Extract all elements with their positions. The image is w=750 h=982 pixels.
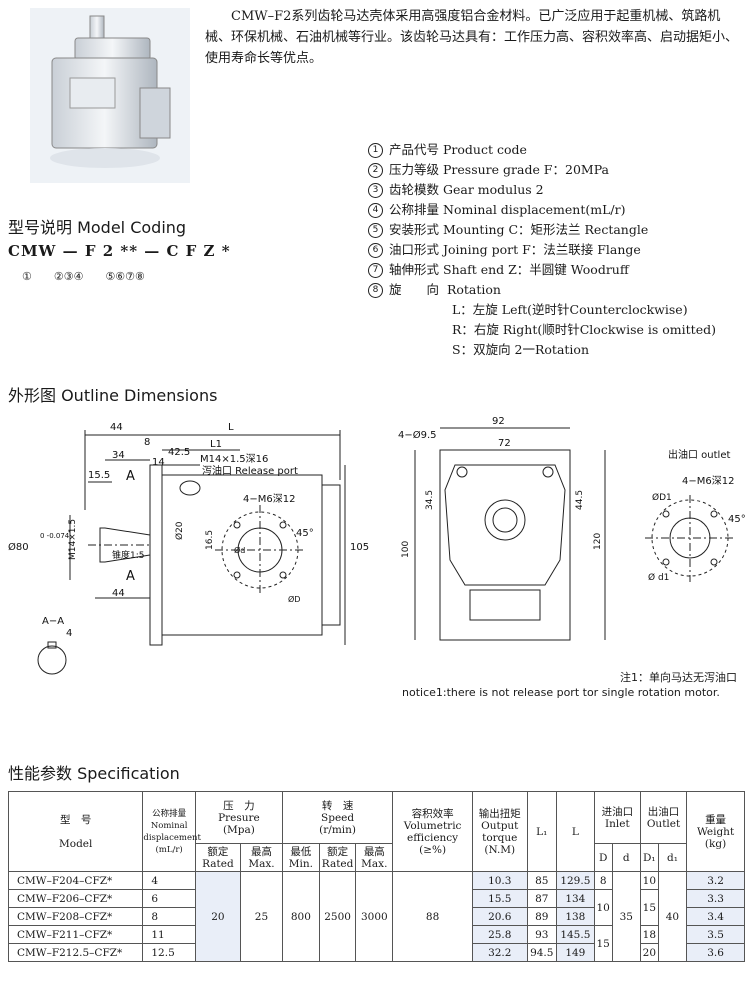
svg-text:M14×1.5深16: M14×1.5深16 — [200, 453, 268, 465]
model-code: CMW — F 2 ** — C F Z * — [8, 242, 231, 260]
model-code-numbers: ① ②③④ ⑤⑥⑦⑧ — [22, 270, 145, 283]
svg-text:Ø80: Ø80 — [8, 541, 29, 553]
svg-text:泻油口 Release port: 泻油口 Release port — [202, 464, 298, 477]
table-row: CMW–F211–CFZ* 11 25.8 93 145.5 15 18 3.5 — [7, 925, 745, 962]
svg-text:Ø d1: Ø d1 — [648, 572, 669, 583]
note-cn: 注1：单向马达无泻油口 — [620, 671, 737, 684]
rotation-option: S：双旋向 2一Rotation — [452, 342, 589, 357]
svg-text:4−M6深12: 4−M6深12 — [682, 475, 734, 487]
svg-text:100: 100 — [401, 541, 411, 558]
svg-text:0 -0.074: 0 -0.074 — [40, 532, 70, 540]
svg-text:72: 72 — [498, 438, 511, 449]
spec-heading: 性能参数 Specification — [8, 764, 180, 783]
svg-text:L1: L1 — [210, 439, 222, 450]
svg-text:15.5: 15.5 — [88, 470, 110, 481]
svg-text:14: 14 — [152, 457, 165, 468]
svg-text:锥度1:5: 锥度1:5 — [112, 549, 145, 561]
col-L1: L₁ — [526, 791, 557, 872]
svg-text:Ød: Ød — [234, 545, 245, 555]
model-coding-heading: 型号说明 Model Coding — [8, 218, 187, 237]
intro-paragraph: CMW–F2系列齿轮马达壳体采用高强度铝合金材料。已广泛应用于起重机械、筑路机械… — [205, 9, 739, 66]
svg-text:34: 34 — [112, 450, 125, 461]
svg-text:44: 44 — [112, 588, 125, 599]
rotation-option: R：右旋 Right(顺时针Clockwise is omitted) — [452, 322, 716, 337]
svg-text:Ø20: Ø20 — [174, 521, 185, 540]
table-row: CMW–F212.5–CFZ* 12.5 32.2 94.5 149 20 3.… — [7, 943, 745, 962]
svg-text:ØD: ØD — [288, 594, 300, 604]
svg-text:45°: 45° — [728, 514, 746, 525]
note-en: notice1:there is not release port tor si… — [402, 686, 720, 699]
svg-text:4: 4 — [66, 628, 72, 639]
svg-text:42.5: 42.5 — [168, 447, 190, 458]
svg-text:A: A — [126, 569, 135, 584]
svg-text:34.5: 34.5 — [425, 490, 435, 510]
col-L: L — [555, 791, 595, 872]
svg-text:105: 105 — [350, 542, 369, 553]
svg-text:A: A — [126, 469, 135, 484]
svg-text:出油口 outlet: 出油口 outlet — [668, 448, 730, 461]
table-row: CMW–F204–CFZ* 4 20 25 800 2500 3000 88 1… — [7, 871, 745, 962]
svg-text:4−M6深12: 4−M6深12 — [243, 493, 295, 505]
table-row: CMW–F208–CFZ* 8 20.6 89 138 3.4 — [7, 907, 745, 926]
svg-text:4−Ø9.5: 4−Ø9.5 — [398, 429, 437, 441]
svg-text:L: L — [228, 422, 234, 433]
svg-text:A−A: A−A — [42, 616, 64, 627]
outline-drawing: 44 8 L L1 34 42.5 14 15.5 A M14×1.5深16 泻… — [8, 416, 746, 675]
svg-text:120: 120 — [593, 533, 603, 550]
svg-text:M14×1.5: M14×1.5 — [68, 519, 78, 560]
outline-heading: 外形图 Outline Dimensions — [8, 386, 218, 405]
svg-text:44.5: 44.5 — [575, 490, 585, 510]
svg-text:45°: 45° — [296, 528, 314, 539]
svg-text:92: 92 — [492, 416, 505, 427]
svg-text:8: 8 — [144, 437, 150, 448]
svg-text:44: 44 — [110, 422, 123, 433]
svg-text:ØD1: ØD1 — [652, 492, 672, 503]
rotation-option: L：左旋 Left(逆时针Counterclockwise) — [452, 302, 688, 317]
product-photo — [30, 8, 190, 183]
svg-text:16.5: 16.5 — [205, 530, 215, 550]
